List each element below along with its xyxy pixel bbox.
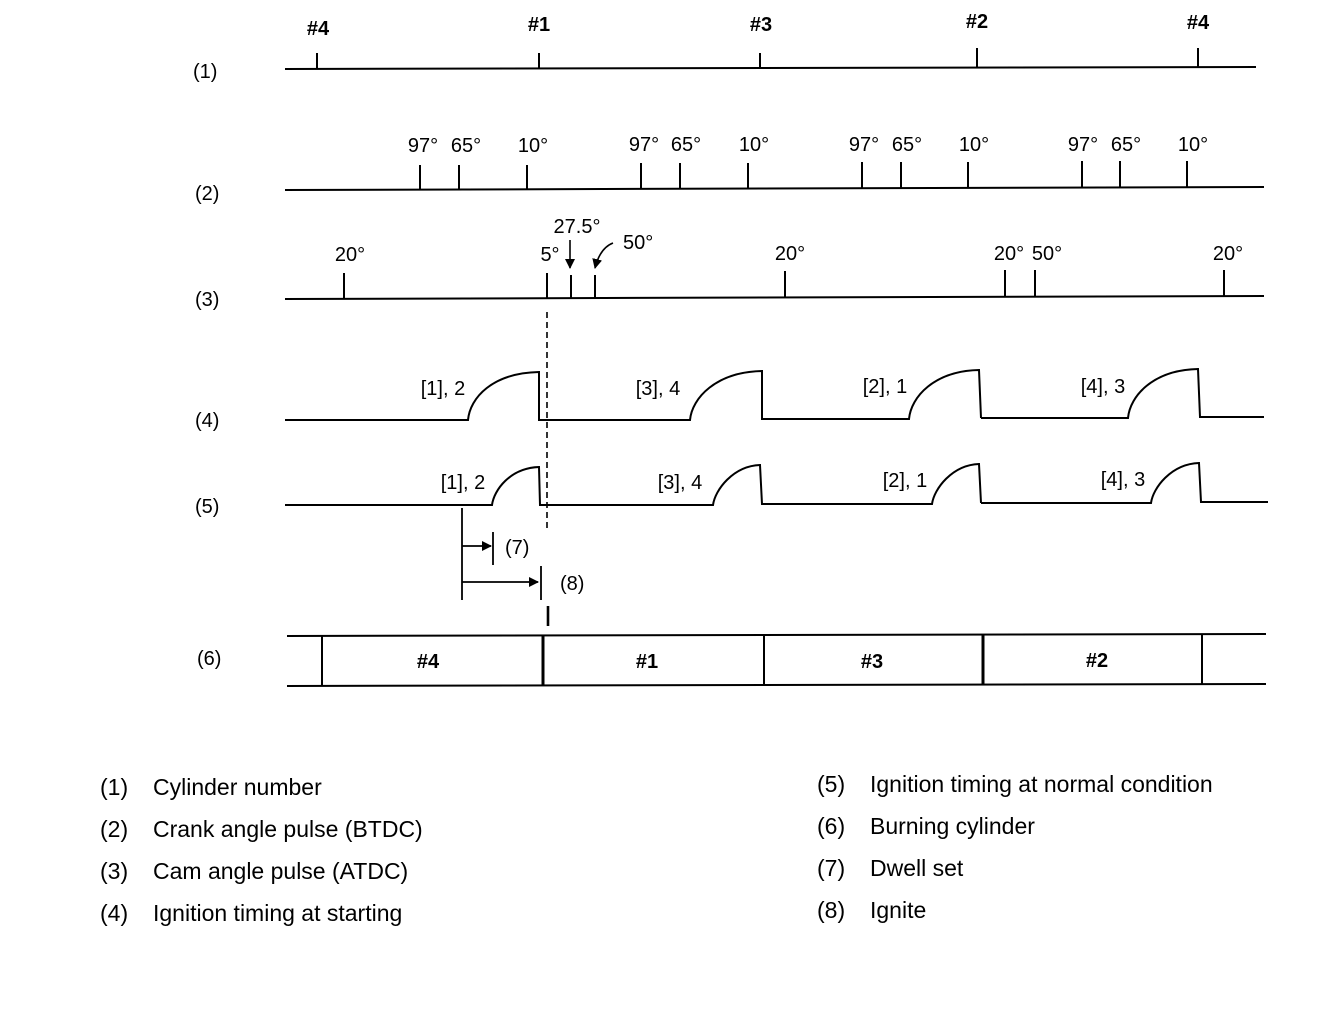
legend-text: Cylinder number <box>153 774 322 800</box>
crank-label: 97° <box>629 134 659 156</box>
cylinder-label: #4 <box>1187 12 1210 34</box>
legend-text: Ignition timing at normal condition <box>870 771 1213 797</box>
crank-label: 97° <box>849 134 879 156</box>
burning-label: #4 <box>417 651 440 673</box>
crank-label: 10° <box>1178 134 1208 156</box>
legend-num: (7) <box>817 855 846 881</box>
cylinder-number-row <box>284 48 1257 70</box>
cam-baseline <box>284 295 1265 300</box>
cam-label: 20° <box>994 243 1024 265</box>
crank-label: 10° <box>959 134 989 156</box>
row-label-5: (5) <box>195 496 219 518</box>
dwell-marker-label: (7) <box>505 537 529 559</box>
starting-label: [4], 3 <box>1081 376 1125 398</box>
crank-baseline <box>284 186 1265 191</box>
normal-label: [1], 2 <box>441 472 485 494</box>
cam-angle-row <box>284 240 1265 300</box>
cam-arrow-50 <box>592 242 614 269</box>
cylinder-label: #1 <box>528 14 550 36</box>
cam-label: 27.5° <box>554 216 601 238</box>
legend-num: (4) <box>100 900 129 926</box>
legend-num: (5) <box>817 771 846 797</box>
row-label-6: (6) <box>197 648 221 670</box>
cam-label: 20° <box>1213 243 1243 265</box>
normal-label: [4], 3 <box>1101 469 1145 491</box>
row-label-3: (3) <box>195 289 219 311</box>
legend-num: (2) <box>100 816 129 842</box>
cam-label: 50° <box>623 232 653 254</box>
starting-label: [3], 4 <box>636 378 680 400</box>
legend-num: (6) <box>817 813 846 839</box>
burning-bottom-line <box>286 683 1267 687</box>
crank-angle-row <box>284 161 1265 191</box>
legend-text: Crank angle pulse (BTDC) <box>153 816 423 842</box>
legend-text: Cam angle pulse (ATDC) <box>153 858 409 884</box>
legend-num: (1) <box>100 774 129 800</box>
cam-label: 20° <box>775 243 805 265</box>
burning-cylinder-row <box>286 633 1267 687</box>
legend-text: Ignition timing at starting <box>153 900 403 926</box>
starting-waveform <box>285 367 1264 421</box>
crank-label: 65° <box>1111 134 1141 156</box>
cylinder-baseline <box>284 66 1257 70</box>
normal-waveform <box>285 461 1268 506</box>
crank-label: 65° <box>671 134 701 156</box>
legend-text: Ignite <box>870 897 927 923</box>
burning-label: #1 <box>636 651 658 673</box>
burning-top-line <box>286 633 1267 637</box>
legend-text: Dwell set <box>870 855 964 881</box>
crank-label: 65° <box>451 135 481 157</box>
row-label-4: (4) <box>195 410 219 432</box>
crank-label: 97° <box>408 135 438 157</box>
cam-label: 20° <box>335 244 365 266</box>
dwell-ignite-markers <box>461 508 550 626</box>
crank-label: 10° <box>739 134 769 156</box>
crank-label: 97° <box>1068 134 1098 156</box>
normal-label: [3], 4 <box>658 472 702 494</box>
normal-label: [2], 1 <box>883 470 927 492</box>
crank-label: 65° <box>892 134 922 156</box>
crank-label: 10° <box>518 135 548 157</box>
ignite-marker-label: (8) <box>560 573 584 595</box>
cylinder-label: #3 <box>750 14 772 36</box>
legend-num: (3) <box>100 858 129 884</box>
row-label-1: (1) <box>193 61 217 83</box>
cylinder-label: #4 <box>307 18 330 40</box>
cylinder-label: #2 <box>966 11 988 33</box>
starting-label: [1], 2 <box>421 378 465 400</box>
cam-label: 5° <box>540 244 559 266</box>
cam-label: 50° <box>1032 243 1062 265</box>
burning-label: #2 <box>1086 650 1108 672</box>
burning-label: #3 <box>861 651 883 673</box>
starting-label: [2], 1 <box>863 376 907 398</box>
legend-text: Burning cylinder <box>870 813 1035 839</box>
legend-num: (8) <box>817 897 846 923</box>
row-label-2: (2) <box>195 183 219 205</box>
